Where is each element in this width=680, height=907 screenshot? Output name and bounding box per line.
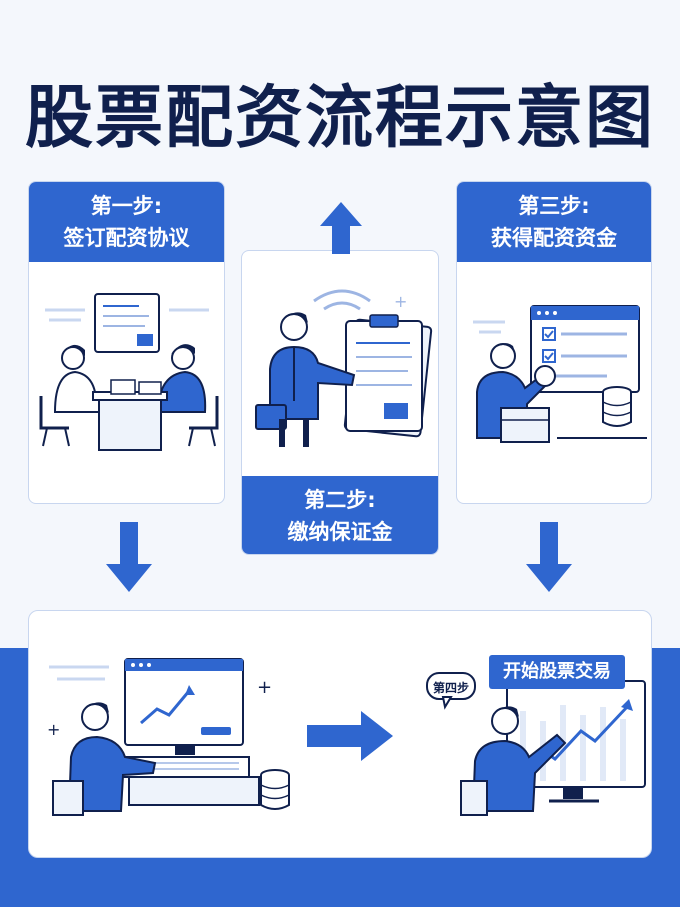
deposit-illustration: + — [255, 289, 433, 447]
svg-text:+: + — [394, 292, 407, 311]
step-2-card: + 第二步: 缴纳保证金 — [241, 250, 439, 555]
step-2-label: 第二步: — [304, 488, 376, 512]
step-1-label: 第一步: — [90, 194, 163, 218]
step-4-banner: 开始股票交易 — [489, 655, 625, 689]
signing-agreement-illustration — [39, 293, 219, 451]
step-3-name: 获得配资资金 — [491, 226, 617, 250]
stock-trading-illustration — [426, 672, 646, 816]
step-4-bubble-text: 第四步 — [432, 681, 469, 695]
step-1-name: 签订配资协议 — [63, 226, 190, 250]
step-3-header: 第三步: 获得配资资金 — [457, 182, 651, 262]
step-2-name: 缴纳保证金 — [287, 520, 393, 544]
step-1-card: 第一步: 签订配资协议 — [28, 181, 225, 504]
step-3-card: 第三步: 获得配资资金 — [456, 181, 652, 504]
step-3-label: 第三步: — [518, 194, 590, 218]
receive-funds-illustration — [473, 305, 647, 443]
page-title: 股票配资流程示意图 — [24, 79, 655, 158]
arrow-down-left-icon — [106, 522, 152, 592]
arrow-up-icon — [320, 202, 362, 254]
step-2-footer: 第二步: 缴纳保证金 — [242, 476, 438, 554]
svg-text:+: + — [257, 677, 272, 698]
step-4-card: + + — [28, 610, 652, 858]
arrow-right-icon — [307, 711, 393, 761]
svg-text:+: + — [47, 720, 60, 739]
arrow-down-right-icon — [526, 522, 572, 592]
computer-trading-illustration: + + — [47, 658, 290, 816]
step-1-header: 第一步: 签订配资协议 — [29, 182, 224, 262]
